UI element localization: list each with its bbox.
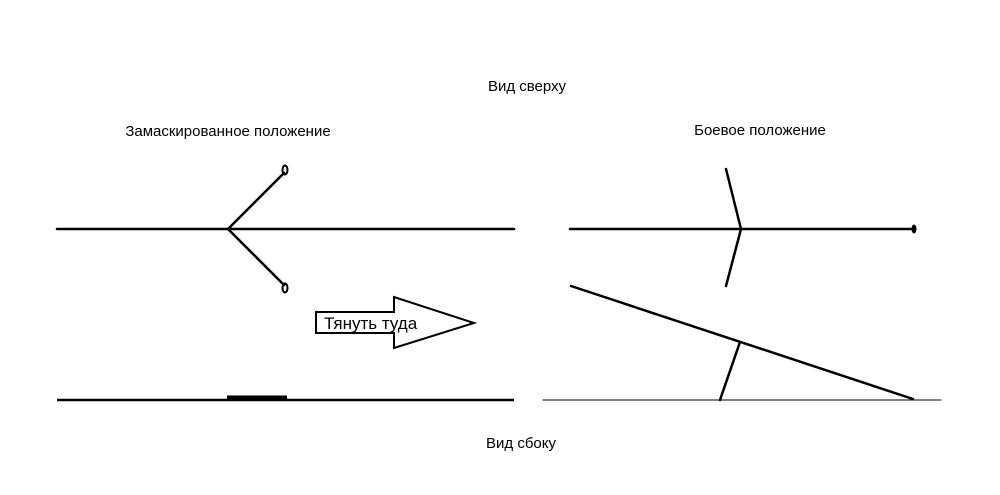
pull-arrow-label: Тянуть туда — [324, 314, 418, 333]
combat-top-view — [568, 167, 917, 288]
combat-side-raised-rod — [569, 284, 915, 401]
combat-upper-arm — [724, 167, 743, 231]
combat-side-support-leg — [718, 340, 742, 402]
pull-arrow-shape — [315, 295, 478, 350]
combat-lower-arm — [724, 227, 743, 288]
masked-side-view — [57, 395, 514, 402]
masked-lower-ring-icon — [281, 282, 289, 294]
masked-upper-arm — [226, 171, 286, 231]
top-view-title: Вид сверху — [488, 78, 567, 95]
masked-upper-ring-icon — [281, 164, 289, 176]
combat-position-label: Боевое положение — [694, 122, 826, 139]
pull-arrow: Тянуть туда — [315, 295, 478, 350]
masked-position-label: Замаскированное положение — [125, 123, 330, 140]
combat-end-ring-icon — [911, 224, 917, 234]
side-view-title: Вид сбоку — [486, 435, 556, 452]
masked-top-view — [55, 164, 516, 294]
masked-lower-arm — [226, 227, 286, 287]
combat-side-view — [542, 284, 942, 402]
